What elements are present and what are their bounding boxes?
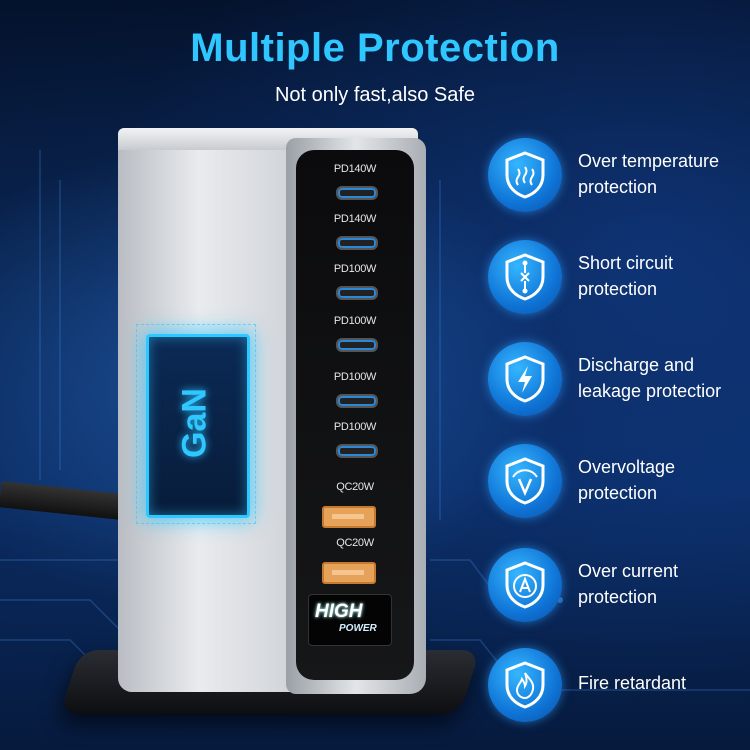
- current-shield-icon: [488, 548, 562, 622]
- usb-c-port-5: [336, 394, 378, 408]
- usb-c-port-2: [336, 236, 378, 250]
- port-label-1: PD140W: [333, 163, 377, 175]
- port-label-2: PD140W: [333, 213, 377, 225]
- gan-chip: [146, 334, 250, 518]
- port-label-6: PD100W: [333, 421, 377, 433]
- short-circuit-shield-icon: [488, 240, 562, 314]
- power-display: HIGH POWER: [308, 594, 392, 646]
- feature-label: Fire retardant: [578, 673, 687, 693]
- port-label-8: QC20W: [336, 537, 374, 549]
- usb-c-port-6: [336, 444, 378, 458]
- port-label-3: PD100W: [333, 263, 377, 275]
- display-line-1: HIGH: [315, 601, 363, 622]
- display-line-2: POWER: [339, 623, 377, 634]
- page-title: Multiple Protection: [190, 26, 560, 70]
- lightning-shield-icon: [488, 342, 562, 416]
- temperature-shield-icon: [488, 138, 562, 212]
- usb-c-port-4: [336, 338, 378, 352]
- gan-chip-label: GaN: [175, 388, 214, 458]
- fire-shield-icon: [488, 648, 562, 722]
- page-subtitle: Not only fast,also Safe: [274, 84, 476, 106]
- usb-a-port-1: [322, 506, 376, 528]
- port-label-4: PD100W: [333, 315, 377, 327]
- voltage-shield-icon: [488, 444, 562, 518]
- port-label-7: QC20W: [336, 481, 374, 493]
- usb-c-port-1: [336, 186, 378, 200]
- usb-c-port-3: [336, 286, 378, 300]
- port-label-5: PD100W: [333, 371, 377, 383]
- usb-a-port-2: [322, 562, 376, 584]
- chip-frame: [136, 324, 256, 524]
- feature-fire-retardant: Fire retardant: [488, 648, 748, 730]
